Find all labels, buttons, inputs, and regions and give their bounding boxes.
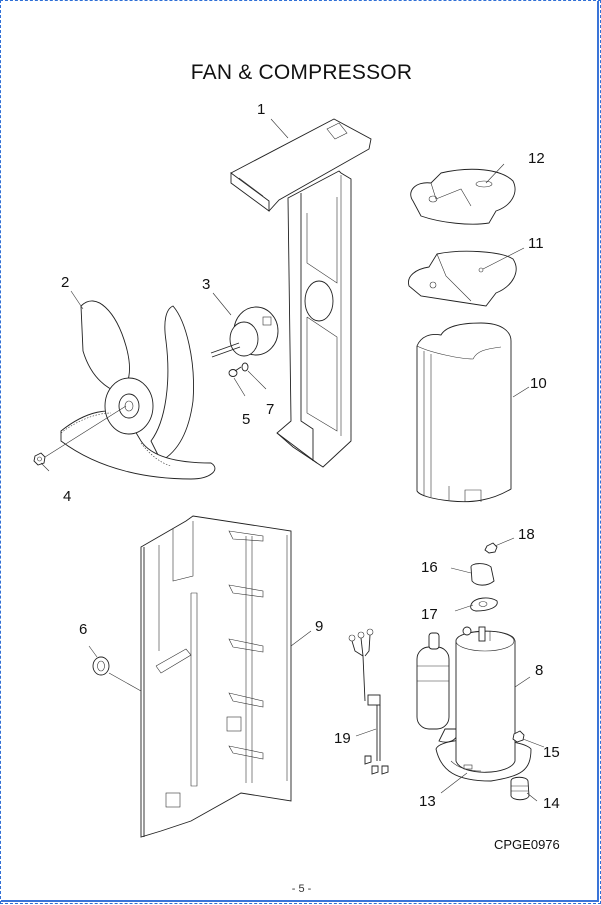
page-number: - 5 - xyxy=(291,883,312,895)
part-7-washer xyxy=(241,362,249,372)
callout-3: 3 xyxy=(202,276,210,293)
leader-lines xyxy=(40,118,545,802)
callout-15: 15 xyxy=(543,744,560,761)
part-8-compressor xyxy=(416,626,532,782)
part-12-insulation xyxy=(410,168,516,225)
callout-4: 4 xyxy=(63,488,71,505)
part-17-gasket xyxy=(470,597,498,612)
callout-1: 1 xyxy=(257,101,265,118)
part-1-top-panel xyxy=(230,118,372,468)
callout-19: 19 xyxy=(334,730,351,747)
part-16-terminal-cover xyxy=(470,563,495,586)
callout-16: 16 xyxy=(421,559,438,576)
callout-9: 9 xyxy=(315,618,323,635)
callout-7: 7 xyxy=(266,401,274,418)
part-10-cover xyxy=(416,322,512,503)
callout-18: 18 xyxy=(518,526,535,543)
part-3-fan-motor xyxy=(210,306,279,358)
callout-12: 12 xyxy=(528,150,545,167)
part-9-base-panel xyxy=(140,515,292,838)
callout-11: 11 xyxy=(528,235,544,252)
part-19-wire-harness xyxy=(348,628,389,775)
part-15-nut xyxy=(512,730,525,743)
drawing-code: CPGE0976 xyxy=(494,837,560,852)
callout-8: 8 xyxy=(535,662,543,679)
part-18-nut xyxy=(484,542,498,554)
callout-2: 2 xyxy=(61,274,69,291)
callout-6: 6 xyxy=(79,621,87,638)
part-5-screw xyxy=(228,366,242,377)
callout-13: 13 xyxy=(419,793,436,810)
part-14-rubber-mount xyxy=(510,776,530,801)
part-11-insulation xyxy=(408,250,517,307)
callout-10: 10 xyxy=(530,375,547,392)
part-13-base-insulation xyxy=(450,760,482,772)
callout-17: 17 xyxy=(421,606,438,623)
part-2-propeller-fan xyxy=(60,300,216,480)
callout-5: 5 xyxy=(242,411,250,428)
part-4-nut xyxy=(33,452,46,466)
page-title: FAN & COMPRESSOR xyxy=(190,61,413,84)
part-6-grommet xyxy=(92,656,110,676)
callout-14: 14 xyxy=(543,795,560,812)
